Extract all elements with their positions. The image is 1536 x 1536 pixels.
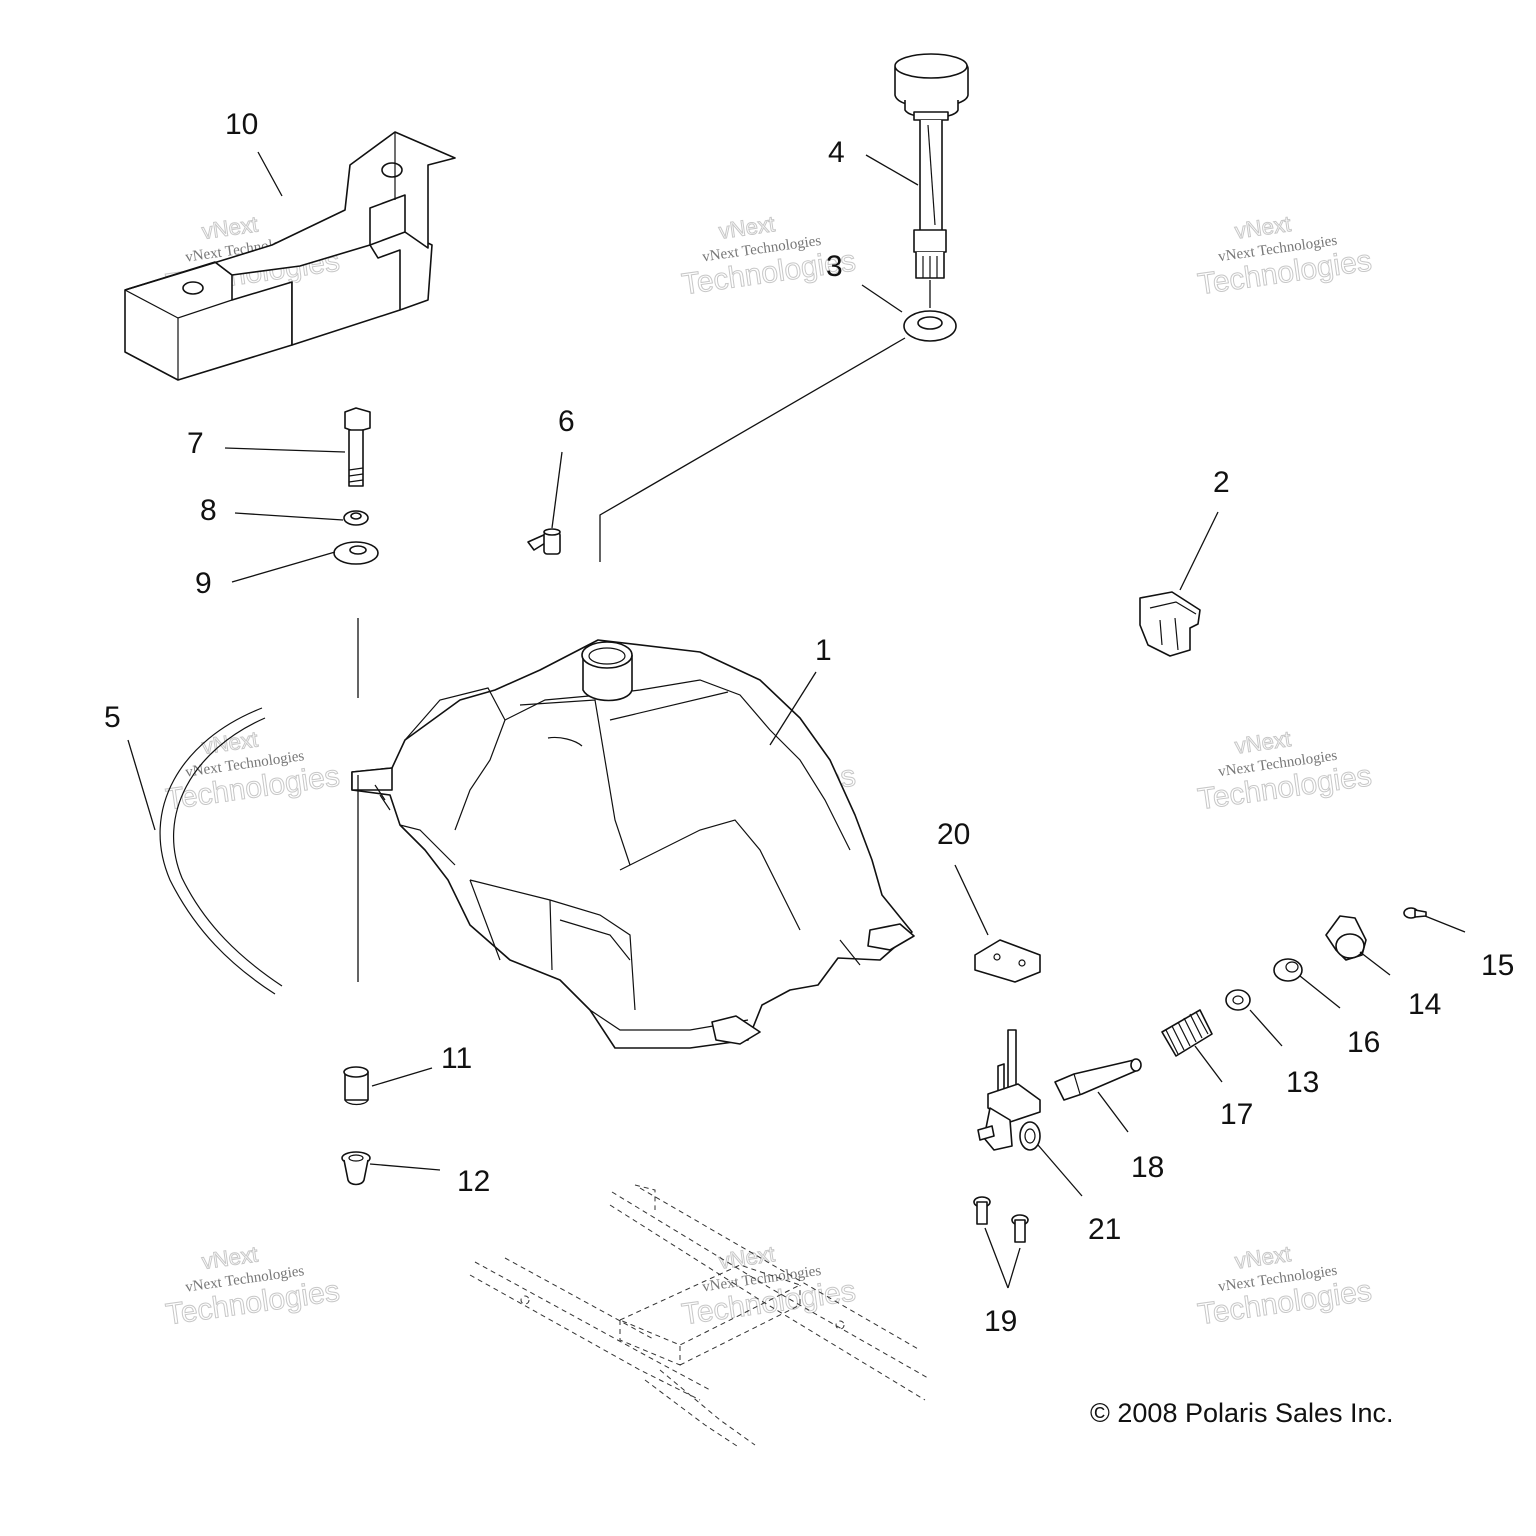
leader-6 <box>551 451 563 529</box>
label-8: 8 <box>200 494 217 527</box>
part-12-grommet <box>341 1151 371 1186</box>
label-20: 20 <box>937 818 970 851</box>
label-12: 12 <box>457 1165 490 1198</box>
leader-17 <box>1194 1045 1223 1083</box>
leader-7 <box>224 447 346 453</box>
label-11: 11 <box>441 1042 472 1075</box>
leader-21 <box>1037 1144 1083 1197</box>
label-1: 1 <box>815 634 832 667</box>
centerline-3 <box>599 337 906 562</box>
leader-12 <box>369 1163 441 1171</box>
leader-2 <box>1179 511 1219 591</box>
label-17: 17 <box>1220 1098 1253 1131</box>
copyright-text: © 2008 Polaris Sales Inc. <box>1090 1398 1394 1428</box>
label-5: 5 <box>104 701 121 734</box>
watermark-top-right: vNext vNext Technologies Technologies <box>1195 211 1374 302</box>
svg-text:vNext: vNext <box>200 727 259 760</box>
part-17-spring <box>1161 1009 1213 1057</box>
frame-phantom <box>469 1184 929 1449</box>
leader-8 <box>234 512 344 521</box>
part-6-fitting <box>527 528 561 555</box>
svg-text:vNext: vNext <box>1233 211 1292 244</box>
part-15-screw <box>1403 907 1427 919</box>
leader-19 <box>984 1227 1021 1289</box>
leader-15 <box>1424 915 1466 933</box>
part-3-gasket <box>903 310 957 342</box>
leader-1 <box>769 671 817 746</box>
label-13: 13 <box>1286 1066 1319 1099</box>
svg-text:vNext: vNext <box>1233 726 1292 759</box>
part-14-knob <box>1325 915 1367 961</box>
svg-text:vNext: vNext <box>717 211 776 244</box>
callout-labels: 1 2 3 4 5 6 7 8 9 10 11 12 13 14 15 16 1… <box>104 108 1514 1338</box>
label-4: 4 <box>828 136 845 169</box>
label-19: 19 <box>984 1305 1017 1338</box>
svg-text:vNext: vNext <box>717 1241 776 1274</box>
watermark-top-center: vNext vNext Technologies Technologies <box>679 211 858 302</box>
label-7: 7 <box>187 427 204 460</box>
label-3: 3 <box>826 250 843 283</box>
label-2: 2 <box>1213 466 1230 499</box>
part-4-fuel-cap-gauge <box>894 53 969 279</box>
part-7-bolt <box>344 407 371 487</box>
part-19-screws <box>973 1196 1029 1243</box>
label-16: 16 <box>1347 1026 1380 1059</box>
svg-text:vNext: vNext <box>200 1242 259 1275</box>
leader-5 <box>127 739 156 831</box>
leader-18 <box>1097 1091 1129 1133</box>
leader-16 <box>1299 975 1341 1009</box>
label-9: 9 <box>195 567 212 600</box>
label-18: 18 <box>1131 1151 1164 1184</box>
leader-lines <box>127 151 1466 1289</box>
watermark-bottom-center: vNext vNext Technologies Technologies <box>679 1241 858 1332</box>
watermark-mid-left: vNext vNext Technologies Technologies <box>163 726 342 817</box>
leader-10 <box>257 151 283 197</box>
label-14: 14 <box>1408 988 1441 1021</box>
part-11-spacer <box>343 1066 369 1106</box>
label-6: 6 <box>558 405 575 438</box>
watermark-bottom-left: vNext vNext Technologies Technologies <box>163 1241 342 1332</box>
svg-text:vNext: vNext <box>200 211 259 244</box>
leader-20 <box>954 864 989 936</box>
svg-text:vNext: vNext <box>1233 1241 1292 1274</box>
leader-13 <box>1249 1009 1283 1047</box>
part-20-plate <box>974 939 1041 983</box>
part-16-bushing <box>1273 958 1303 982</box>
part-21-valve <box>977 1029 1041 1151</box>
watermark-mid-right: vNext vNext Technologies Technologies <box>1195 726 1374 817</box>
part-18-lever <box>1054 1058 1142 1101</box>
leader-14 <box>1359 951 1391 976</box>
part-9-washer <box>333 541 379 565</box>
leader-4 <box>865 154 919 186</box>
watermark-bottom-right: vNext vNext Technologies Technologies <box>1195 1241 1374 1332</box>
part-1-fuel-tank <box>351 639 915 1049</box>
part-10-bracket-block <box>124 131 456 381</box>
leader-9 <box>231 551 336 583</box>
label-15: 15 <box>1481 949 1514 982</box>
leader-11 <box>371 1067 433 1087</box>
part-13-washer <box>1225 989 1251 1011</box>
part-8-lock-washer <box>343 510 369 526</box>
label-21: 21 <box>1088 1213 1121 1246</box>
part-2-clip <box>1139 591 1201 657</box>
part-5-vent-hose <box>159 707 283 995</box>
label-10: 10 <box>225 108 258 141</box>
leader-3 <box>861 284 903 313</box>
